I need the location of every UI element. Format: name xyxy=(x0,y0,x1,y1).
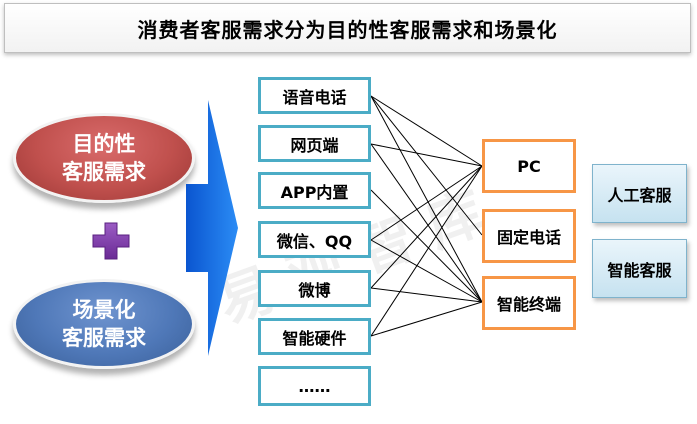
plus-icon xyxy=(92,222,130,260)
channel-voice-call: 语音电话 xyxy=(258,77,371,114)
scenario-demand-ellipse: 场景化 客服需求 xyxy=(13,279,195,369)
channel-smart-hardware: 智能硬件 xyxy=(258,318,371,355)
channel-label: APP内置 xyxy=(280,182,349,202)
channel-label: 语音电话 xyxy=(282,87,347,107)
channel-label: 智能硬件 xyxy=(282,328,347,348)
purpose-demand-ellipse: 目的性 客服需求 xyxy=(13,113,195,203)
terminal-label: 固定电话 xyxy=(496,228,561,247)
link-voice-fixed xyxy=(370,95,483,236)
channel-app: APP内置 xyxy=(258,172,371,209)
channel-wechat-qq: 微信、QQ xyxy=(258,221,371,258)
purpose-demand-line2: 客服需求 xyxy=(62,160,146,184)
channel-label: 网页端 xyxy=(290,135,339,155)
channel-more: …… xyxy=(258,366,371,406)
channel-label: …… xyxy=(298,376,331,396)
scenario-demand-line2: 客服需求 xyxy=(62,326,146,350)
channel-label: 微信、QQ xyxy=(276,231,353,251)
terminal-label: PC xyxy=(517,156,541,176)
terminal-fixed-phone: 固定电话 xyxy=(482,209,576,263)
link-wechat-pc xyxy=(370,165,483,241)
channel-weibo: 微博 xyxy=(258,270,371,307)
channel-label: 微博 xyxy=(298,280,331,300)
link-weibo-smart xyxy=(370,287,483,303)
scenario-demand-line1: 场景化 xyxy=(72,298,136,322)
service-label: 人工客服 xyxy=(607,185,672,205)
terminal-label: 智能终端 xyxy=(496,295,561,314)
link-app-smart xyxy=(370,189,483,303)
purpose-demand-line1: 目的性 xyxy=(72,132,136,156)
page-title: 消费者客服需求分为目的性客服需求和场景化 xyxy=(137,17,558,42)
link-weibo-pc xyxy=(370,165,483,289)
link-voice-smart xyxy=(370,95,483,303)
service-human: 人工客服 xyxy=(592,164,687,223)
title-banner: 消费者客服需求分为目的性客服需求和场景化 xyxy=(4,3,691,53)
link-web-smart xyxy=(370,143,483,303)
channel-web: 网页端 xyxy=(258,125,371,162)
link-web-pc xyxy=(370,143,483,167)
terminal-pc: PC xyxy=(482,139,576,193)
service-label: 智能客服 xyxy=(607,260,672,280)
link-wechat-smart xyxy=(370,239,483,303)
link-hw-smart xyxy=(370,301,483,337)
service-intelligent: 智能客服 xyxy=(592,239,687,298)
right-arrow-icon xyxy=(186,100,238,356)
link-voice-pc xyxy=(370,95,483,167)
terminal-smart-device: 智能终端 xyxy=(482,276,576,330)
link-hw-pc xyxy=(370,165,483,337)
